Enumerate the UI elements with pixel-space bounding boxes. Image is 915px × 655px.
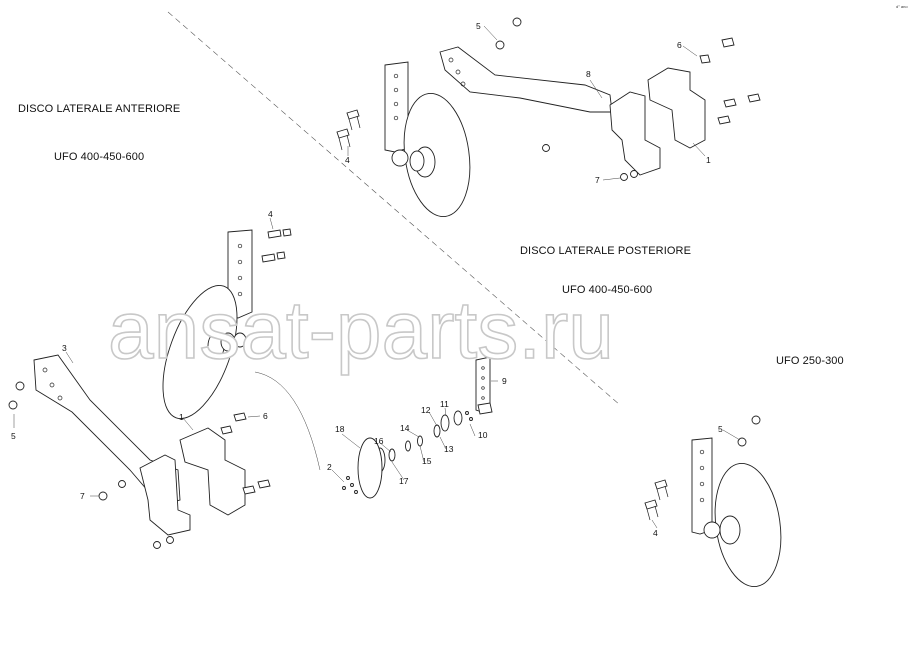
- callout-4: 4: [345, 155, 350, 165]
- small-disc-models: UFO 250-300: [776, 355, 844, 367]
- section-divider-curve: [254, 371, 321, 471]
- callout-5: 5: [476, 21, 481, 31]
- callout-4: 4: [653, 528, 658, 538]
- callout-6: 6: [677, 40, 682, 50]
- arm: [439, 46, 613, 113]
- rear-disc-models: UFO 400-450-600: [562, 284, 653, 296]
- clamp-plate: [179, 427, 246, 516]
- callout-5: 5: [718, 424, 723, 434]
- callout-7: 7: [595, 175, 600, 185]
- watermark: ansat-parts.ru: [108, 285, 614, 376]
- front-disc-assembly: [8, 228, 292, 549]
- callout-11: 11: [440, 399, 449, 409]
- clamp-plate: [647, 67, 706, 149]
- callout-17: 17: [399, 476, 409, 486]
- small-disc-assembly: [644, 415, 782, 588]
- corner-mark: d° ano: [896, 4, 908, 9]
- callout-15: 15: [422, 456, 432, 466]
- front-disc-models: UFO 400-450-600: [54, 151, 145, 163]
- callout-12: 12: [421, 405, 431, 415]
- disc: [162, 284, 238, 420]
- callout-8: 8: [586, 69, 591, 79]
- callout-2: 2: [327, 462, 332, 472]
- callout-18: 18: [335, 424, 345, 434]
- callout-1: 1: [179, 412, 184, 422]
- callout-3: 3: [62, 343, 67, 353]
- rear-disc-assembly: [336, 17, 761, 218]
- disc: [403, 92, 471, 218]
- exploded-disc: [357, 437, 383, 499]
- callout-14: 14: [400, 423, 410, 433]
- callout-1: 1: [706, 155, 711, 165]
- rear-disc-title: DISCO LATERALE POSTERIORE: [520, 245, 692, 257]
- callout-16: 16: [374, 436, 384, 446]
- front-disc-title: DISCO LATERALE ANTERIORE: [18, 103, 181, 115]
- callout-5: 5: [11, 431, 16, 441]
- disc: [714, 462, 782, 588]
- callout-6: 6: [263, 411, 268, 421]
- leader-lines: [13, 25, 741, 529]
- exploded-hub-assembly: [342, 356, 493, 499]
- callout-9: 9: [502, 376, 507, 386]
- callout-7: 7: [80, 491, 85, 501]
- bracket: [609, 91, 661, 176]
- callout-4: 4: [268, 209, 273, 219]
- callout-10: 10: [478, 430, 488, 440]
- bracket: [139, 454, 191, 536]
- callout-13: 13: [444, 444, 454, 454]
